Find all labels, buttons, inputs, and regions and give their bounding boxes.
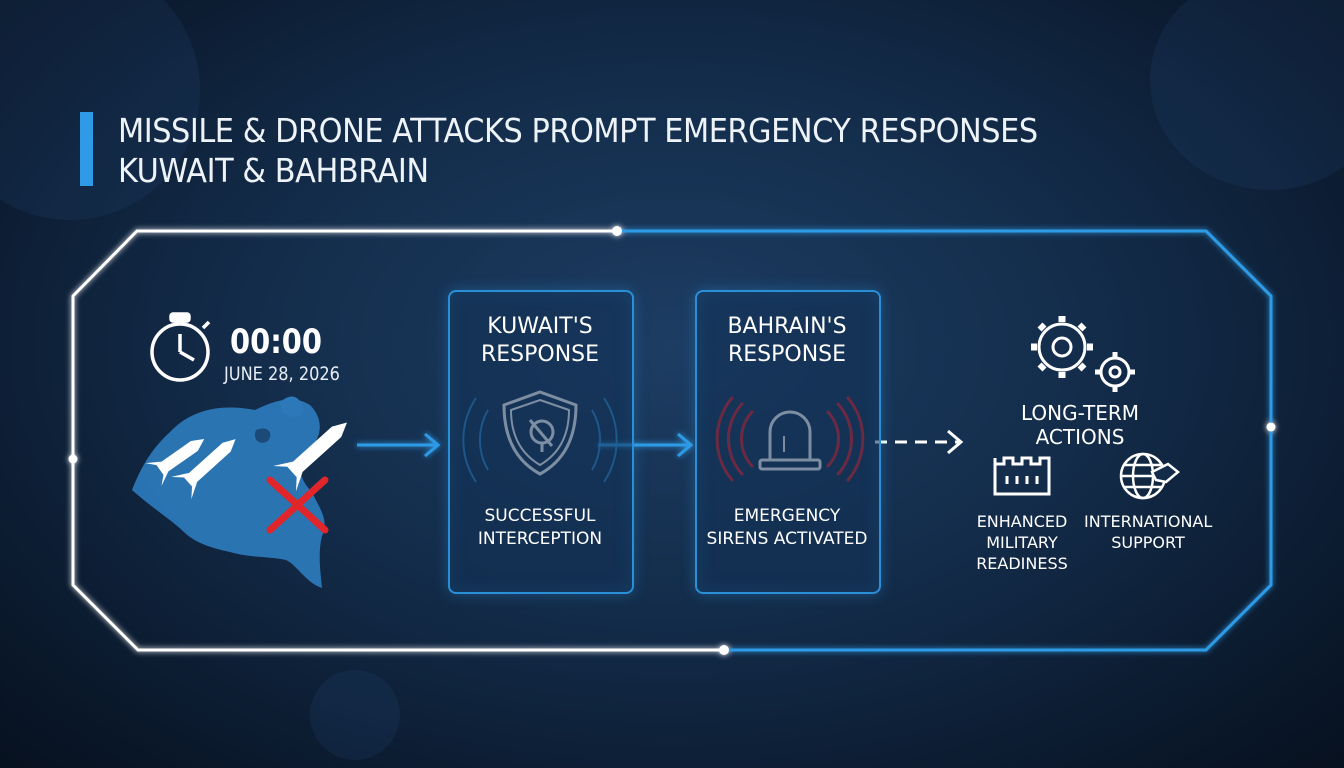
missile-icon — [273, 422, 347, 492]
gears-icon — [1031, 316, 1135, 392]
kuwait-heading-line2: RESPONSE — [480, 342, 600, 367]
kuwait-status-line2: INTERCEPTION — [477, 529, 603, 549]
bahrain-response-panel — [695, 290, 881, 594]
readiness-line3: READINESS — [976, 554, 1068, 573]
globe-handshake-icon — [1119, 452, 1180, 500]
timer-date: JUNE 28, 2026 — [224, 363, 340, 385]
support-line2: SUPPORT — [1111, 533, 1185, 552]
flow-arrow-dashed — [875, 429, 964, 455]
kuwait-response-panel — [448, 290, 634, 594]
bahrain-status-line1: EMERGENCY — [733, 506, 841, 526]
bahrain-heading-line1: BAHRAIN'S — [727, 314, 847, 339]
readiness-line1: ENHANCED — [976, 512, 1068, 531]
stopwatch-icon — [150, 312, 211, 382]
missile-icon — [171, 439, 236, 500]
bahrain-heading-line2: RESPONSE — [727, 342, 847, 367]
title-accent-bar — [80, 112, 93, 186]
page-title-line1: MISSILE & DRONE ATTACKS PROMPT EMERGENCY… — [118, 111, 1038, 150]
frame-outline — [68, 226, 1276, 655]
support-line1: INTERNATIONAL — [1084, 512, 1213, 531]
cross-mark-icon — [266, 476, 329, 534]
timer-display: 00:00 — [230, 322, 322, 362]
bahrain-status-line2: SIRENS ACTIVATED — [706, 529, 868, 549]
flow-arrow — [357, 432, 441, 458]
long-term-heading: LONG-TERM ACTIONS — [1020, 401, 1140, 449]
background-blob — [310, 670, 400, 760]
readiness-line2: MILITARY — [986, 533, 1058, 552]
kuwait-heading-line1: KUWAIT'S — [487, 314, 593, 339]
fortress-icon — [993, 456, 1051, 496]
kuwait-status-line1: SUCCESSFUL — [484, 506, 596, 526]
page-title-line2: KUWAIT & BAHBRAIN — [118, 151, 429, 190]
missile-icon — [145, 439, 205, 487]
map-shape — [132, 396, 325, 588]
